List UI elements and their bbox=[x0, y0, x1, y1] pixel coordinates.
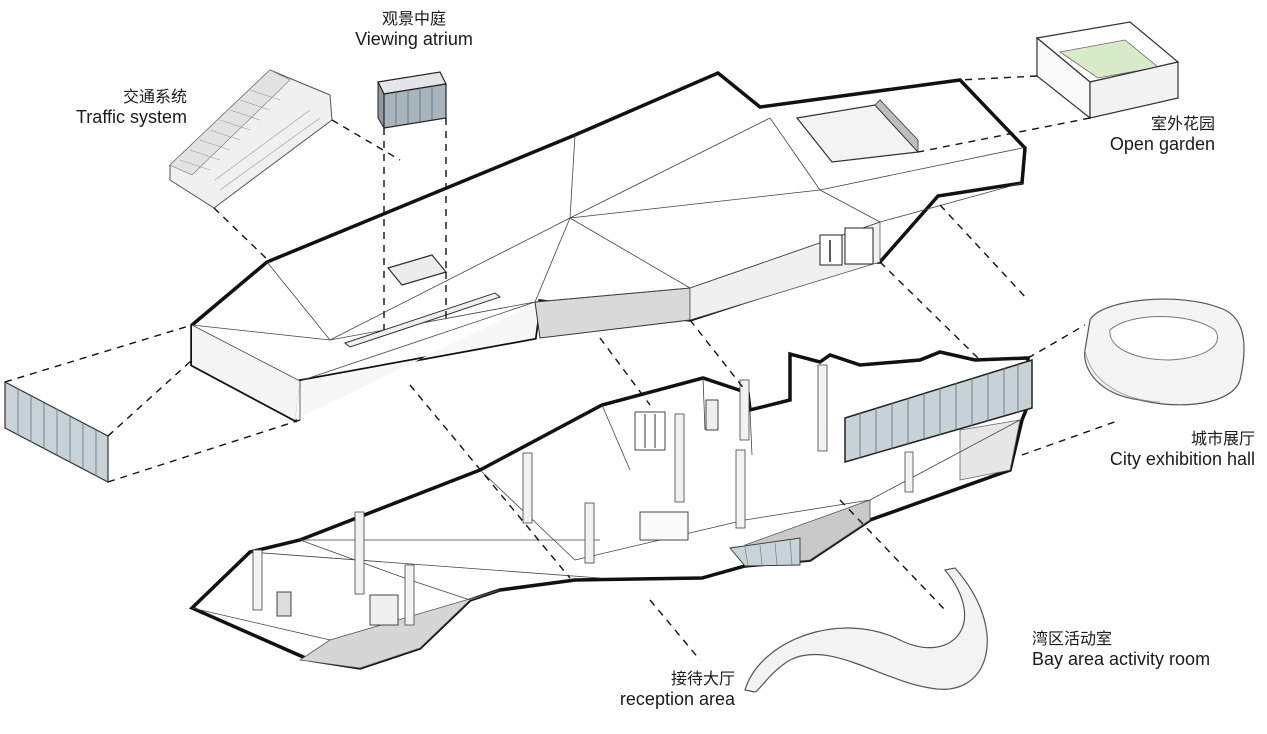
open-garden-label: 室外花园 Open garden bbox=[1080, 115, 1215, 156]
viewing-atrium-label: 观景中庭 Viewing atrium bbox=[340, 10, 488, 51]
bay-area-activity-ribbon bbox=[744, 567, 988, 693]
reception-area-label: 接待大厅 reception area bbox=[595, 670, 735, 711]
traffic-system-label-en: Traffic system bbox=[75, 107, 187, 128]
bay-area-activity-room-label-en: Bay area activity room bbox=[1032, 649, 1211, 670]
lower-floor-volume bbox=[188, 350, 1033, 670]
bay-area-activity-room-label: 湾区活动室 Bay area activity room bbox=[1032, 630, 1252, 671]
city-exhibition-hall-label: 城市展厅 City exhibition hall bbox=[1070, 430, 1255, 471]
traffic-system-label-zh: 交通系统 bbox=[122, 89, 187, 106]
bay-area-activity-room-label-zh: 湾区活动室 bbox=[1032, 631, 1113, 648]
viewing-atrium-label-zh: 观景中庭 bbox=[381, 11, 446, 28]
viewing-atrium-label-en: Viewing atrium bbox=[355, 29, 473, 50]
city-exhibition-hall-label-zh: 城市展厅 bbox=[1190, 431, 1255, 448]
traffic-system-label: 交通系统 Traffic system bbox=[55, 88, 187, 129]
reception-area-label-zh: 接待大厅 bbox=[670, 671, 735, 688]
open-garden-box bbox=[1035, 21, 1180, 120]
traffic-system-stair bbox=[169, 69, 333, 209]
city-exhibition-hall-ring bbox=[1084, 298, 1245, 406]
open-garden-label-en: Open garden bbox=[1109, 134, 1215, 155]
dashed-leader-lines bbox=[4, 75, 1121, 661]
viewing-atrium-box bbox=[377, 71, 447, 130]
open-garden-label-zh: 室外花园 bbox=[1150, 116, 1215, 133]
city-exhibition-hall-label-en: City exhibition hall bbox=[1109, 449, 1255, 470]
reception-area-label-en: reception area bbox=[619, 689, 735, 710]
roof-volume bbox=[190, 70, 1027, 423]
left-glass-panel bbox=[4, 381, 109, 483]
